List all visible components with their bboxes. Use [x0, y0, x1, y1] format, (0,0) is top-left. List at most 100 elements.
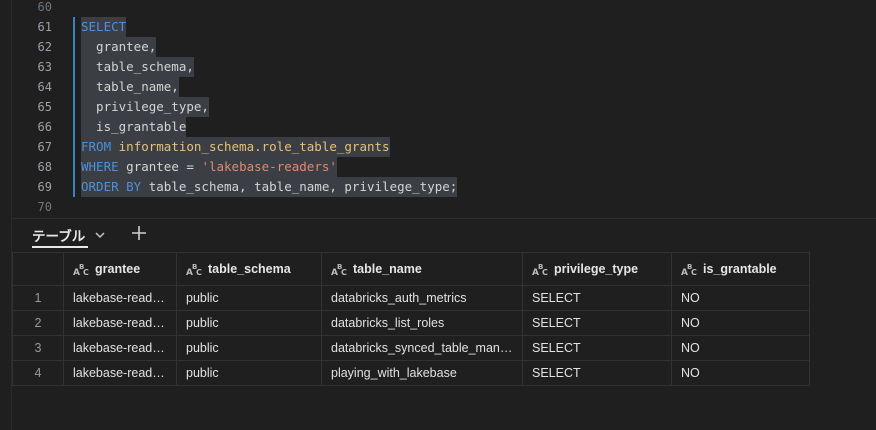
code-text: grantee,: [81, 37, 157, 57]
code-token: FROM: [81, 139, 112, 154]
svg-text:C: C: [542, 268, 548, 276]
plus-icon[interactable]: [130, 224, 148, 242]
svg-text:C: C: [83, 268, 89, 276]
gutter-border: [11, 0, 12, 430]
column-header-label: grantee: [95, 262, 141, 276]
cell-value: NO: [681, 341, 700, 355]
svg-text:A: A: [331, 268, 338, 276]
svg-text:C: C: [341, 268, 347, 276]
table-cell[interactable]: public: [176, 310, 322, 336]
table-cell[interactable]: public: [176, 285, 322, 311]
cell-value: databricks_synced_table_manag...: [331, 341, 513, 355]
svg-text:C: C: [691, 268, 697, 276]
table-cell[interactable]: NO: [671, 360, 810, 386]
cell-value: public: [186, 341, 219, 355]
code-token: grantee,: [81, 39, 157, 54]
abc-type-icon: ABC: [681, 263, 697, 276]
table-cell[interactable]: SELECT: [522, 335, 672, 361]
line-number: 68: [37, 160, 52, 174]
table-cell[interactable]: lakebase-readers: [63, 310, 177, 336]
column-header-label: table_name: [353, 262, 422, 276]
table-cell[interactable]: lakebase-readers: [63, 360, 177, 386]
svg-text:B: B: [192, 263, 197, 271]
table-cell[interactable]: lakebase-readers: [63, 335, 177, 361]
column-header-label: table_schema: [208, 262, 291, 276]
cell-value: SELECT: [532, 341, 581, 355]
table-cell[interactable]: databricks_auth_metrics: [321, 285, 523, 311]
code-text: privilege_type,: [81, 97, 209, 117]
tab-table[interactable]: テーブル: [32, 223, 107, 247]
cell-value: lakebase-readers: [73, 341, 167, 355]
code-token: is_grantable: [81, 119, 187, 134]
code-token: table_name,: [81, 79, 179, 94]
svg-text:B: B: [538, 263, 543, 271]
cell-value: SELECT: [532, 291, 581, 305]
row-number: 3: [12, 335, 64, 361]
cell-value: NO: [681, 291, 700, 305]
table-row[interactable]: 3 lakebase-readers public databricks_synced…: [12, 335, 810, 361]
svg-text:A: A: [681, 268, 688, 276]
selection-gutter-marker: [73, 37, 75, 57]
row-number: 4: [12, 360, 64, 386]
chevron-down-icon[interactable]: [93, 228, 107, 242]
cell-value: databricks_auth_metrics: [331, 291, 467, 305]
tab-table-label: テーブル: [32, 229, 86, 244]
code-token: information_schema.role_table_grants: [118, 139, 390, 154]
code-token: table_schema,: [81, 59, 194, 74]
cell-value: lakebase-readers: [73, 316, 167, 330]
cell-value: public: [186, 291, 219, 305]
table-cell[interactable]: SELECT: [522, 285, 672, 311]
line-number: 63: [37, 60, 52, 74]
code-token: privilege_type,: [81, 99, 209, 114]
table-cell[interactable]: playing_with_lakebase: [321, 360, 523, 386]
line-number: 70: [37, 200, 52, 214]
code-text: WHERE grantee = 'lakebase-readers': [81, 157, 337, 177]
line-number: 65: [37, 100, 52, 114]
line-number: 69: [37, 180, 52, 194]
table-cell[interactable]: NO: [671, 335, 810, 361]
cell-value: databricks_list_roles: [331, 316, 445, 330]
code-text: is_grantable: [81, 117, 187, 137]
row-number: 2: [12, 310, 64, 336]
line-number: 66: [37, 120, 52, 134]
code-token: 'lakebase-readers': [201, 159, 337, 174]
code-text: FROM information_schema.role_table_grant…: [81, 137, 390, 157]
selection-gutter-marker: [73, 137, 75, 157]
row-number-header: [12, 252, 64, 286]
table-row[interactable]: 2 lakebase-readers public databricks_list_r…: [12, 310, 810, 336]
svg-text:B: B: [687, 263, 692, 271]
svg-text:A: A: [532, 268, 539, 276]
table-cell[interactable]: databricks_list_roles: [321, 310, 523, 336]
code-token: table_schema, table_name, privilege_type…: [141, 179, 458, 194]
table-cell[interactable]: NO: [671, 285, 810, 311]
table-cell[interactable]: public: [176, 335, 322, 361]
table-cell[interactable]: lakebase-readers: [63, 285, 177, 311]
code-text: table_name,: [81, 77, 179, 97]
selection-gutter-marker: [73, 177, 75, 197]
table-cell[interactable]: public: [176, 360, 322, 386]
selection-gutter-marker: [73, 157, 75, 177]
table-cell[interactable]: NO: [671, 310, 810, 336]
code-token: grantee =: [118, 159, 202, 174]
table-cell[interactable]: SELECT: [522, 310, 672, 336]
table-cell[interactable]: databricks_synced_table_manag...: [321, 335, 523, 361]
column-header-label: is_grantable: [703, 262, 777, 276]
table-cell[interactable]: SELECT: [522, 360, 672, 386]
code-token: WHERE: [81, 159, 119, 174]
svg-text:B: B: [79, 263, 84, 271]
abc-type-icon: ABC: [331, 263, 347, 276]
